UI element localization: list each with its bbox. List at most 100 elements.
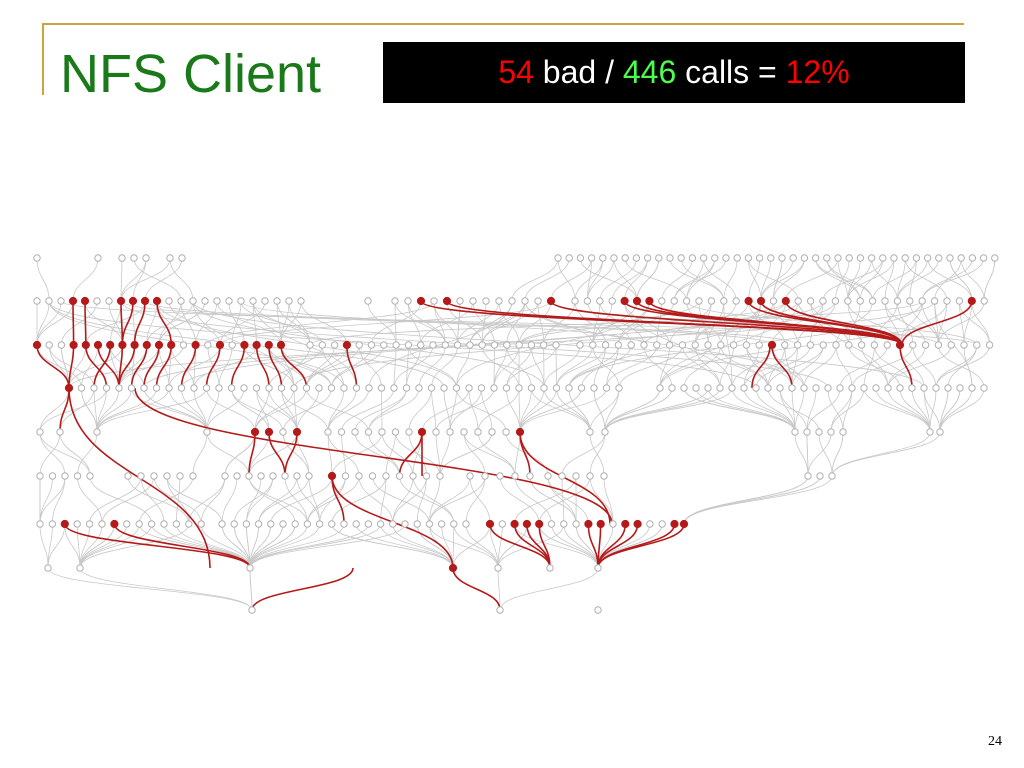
bad-call-node [632, 296, 642, 306]
call-node [918, 297, 926, 305]
call-node [76, 564, 84, 572]
call-node [163, 472, 171, 480]
call-node [546, 564, 554, 572]
bad-call-node [264, 427, 274, 437]
call-node [85, 520, 94, 528]
call-edge [146, 300, 194, 346]
call-node [228, 341, 236, 349]
call-edge [60, 300, 978, 346]
call-edge [959, 300, 990, 346]
call-edge [755, 344, 811, 389]
call-edge [39, 387, 107, 433]
call-node [315, 384, 323, 392]
call-node [391, 428, 400, 436]
bad-call-edge [84, 300, 87, 346]
call-edge [206, 387, 220, 433]
call-node [249, 297, 257, 305]
call-node [340, 384, 348, 392]
call-node [324, 428, 332, 436]
call-edge [192, 431, 208, 477]
call-node [437, 520, 446, 528]
bad-call-edge [751, 344, 771, 389]
call-node [490, 384, 498, 392]
call-edge [77, 431, 98, 477]
call-node [860, 384, 868, 392]
call-edge [863, 387, 931, 433]
call-edge [938, 300, 948, 346]
call-edge [341, 431, 346, 477]
call-edge [408, 387, 432, 433]
call-node [956, 384, 964, 392]
call-edge [249, 523, 406, 569]
call-node [658, 520, 666, 528]
call-node [218, 520, 226, 528]
call-node [93, 297, 101, 305]
bad-call-edge [64, 523, 251, 569]
call-node [823, 254, 831, 262]
call-node [503, 341, 511, 349]
bad-call-node [81, 340, 90, 350]
call-edge [499, 475, 540, 525]
call-node [521, 297, 529, 305]
call-node [677, 254, 685, 262]
call-edge [36, 257, 50, 302]
call-edge [794, 431, 809, 477]
call-edge [249, 523, 296, 569]
bad-call-node [118, 340, 127, 350]
bad-call-edge [36, 344, 70, 389]
call-edge [904, 257, 948, 302]
call-node [440, 384, 448, 392]
call-node [453, 341, 462, 349]
call-node [201, 297, 209, 305]
call-node [912, 254, 921, 262]
call-edge [282, 431, 310, 477]
call-edge [77, 475, 103, 525]
call-edge [983, 257, 996, 302]
call-edge [276, 300, 311, 346]
call-node [352, 520, 360, 528]
call-node [166, 254, 174, 262]
call-edge [81, 344, 99, 389]
call-edge [216, 300, 282, 346]
call-node [755, 341, 763, 349]
call-edge [249, 523, 381, 569]
call-node [621, 254, 629, 262]
call-node [576, 341, 584, 349]
bad-call-node [767, 340, 777, 350]
call-node [327, 384, 336, 392]
call-edge [669, 257, 725, 302]
call-node [401, 520, 409, 528]
call-node [404, 297, 412, 305]
call-edge [248, 431, 298, 477]
call-edge [497, 523, 503, 569]
call-edge [803, 344, 837, 389]
call-edge [429, 475, 441, 525]
call-edge [604, 387, 733, 433]
call-node [819, 341, 827, 349]
call-node [640, 341, 648, 349]
call-edge [611, 257, 648, 302]
call-edge [268, 344, 332, 389]
call-edge [899, 300, 923, 346]
call-edge [456, 344, 471, 389]
call-edge [282, 387, 332, 433]
call-edge [547, 475, 589, 525]
call-edge [912, 344, 937, 389]
call-edge [514, 523, 599, 569]
bad-call-node [485, 519, 495, 529]
call-edge [354, 387, 407, 433]
bad-call-node [546, 296, 556, 306]
bad-call-edge [155, 344, 172, 389]
call-edge [822, 257, 884, 302]
call-edge [531, 344, 545, 389]
call-node [816, 472, 824, 480]
call-edge [720, 344, 769, 389]
call-node [670, 297, 678, 305]
call-node [704, 384, 712, 392]
call-edge [206, 387, 256, 433]
call-node [404, 341, 413, 349]
call-node [73, 520, 81, 528]
call-node [728, 384, 736, 392]
bad-call-node [64, 383, 74, 393]
